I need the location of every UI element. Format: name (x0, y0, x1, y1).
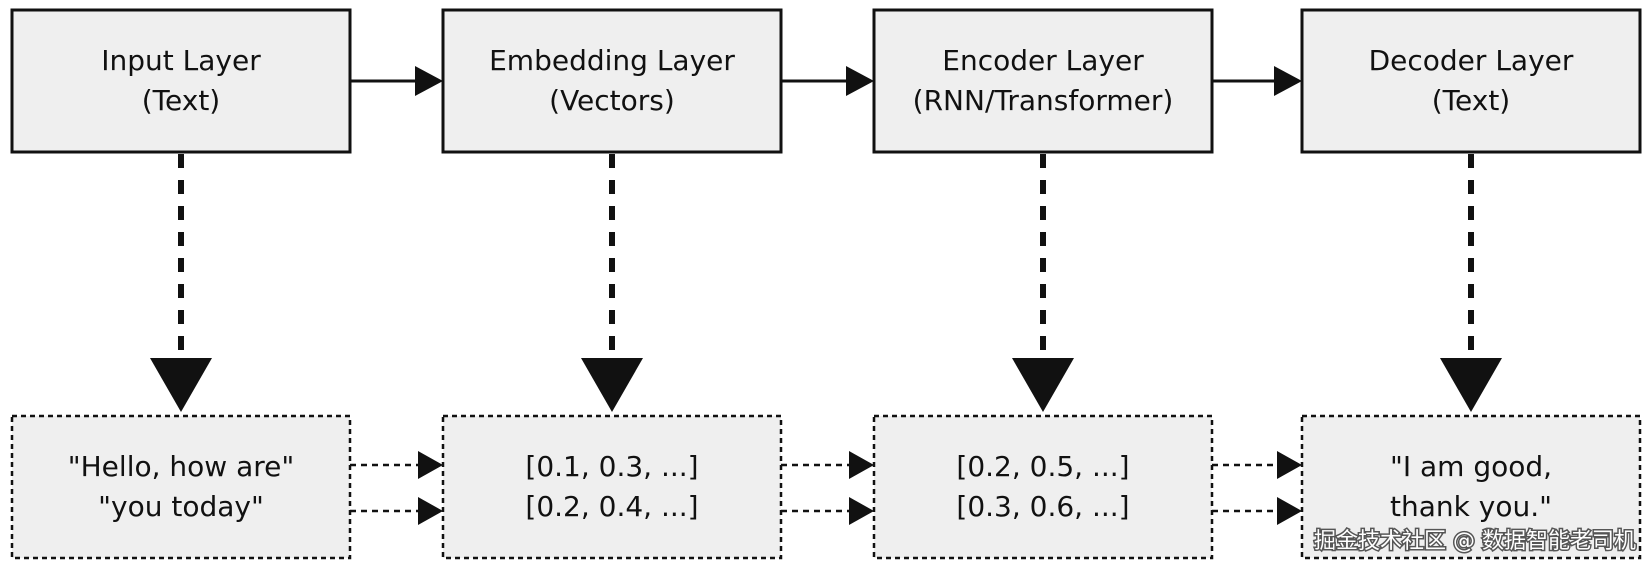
dotted-arrow-embedding-to-encoder-top (781, 451, 874, 479)
layer-box-encoder: Encoder Layer (RNN/Transformer) (872, 8, 1214, 154)
arrow-down-decoder (1440, 154, 1502, 412)
arrow-down-input (150, 154, 212, 412)
example-box-encoder: [0.2, 0.5, ...] [0.3, 0.6, ...] (872, 414, 1214, 560)
arrow-down-encoder (1012, 154, 1074, 412)
layer-box-embedding: Embedding Layer (Vectors) (441, 8, 783, 154)
arrow-encoder-to-decoder (1212, 66, 1302, 96)
layer-title-decoder: Decoder Layer (1369, 44, 1574, 77)
watermark-text: 掘金技术社区 @ 数据智能老司机 (1314, 529, 1636, 554)
example-text-input-line1: "Hello, how are" (68, 450, 295, 483)
dotted-arrow-input-to-embedding-top (350, 451, 443, 479)
example-box-embedding: [0.1, 0.3, ...] [0.2, 0.4, ...] (441, 414, 783, 560)
example-text-embedding-line2: [0.2, 0.4, ...] (525, 490, 698, 523)
example-text-encoder-line1: [0.2, 0.5, ...] (956, 450, 1129, 483)
layer-title-embedding: Embedding Layer (489, 44, 735, 77)
layer-title-encoder: Encoder Layer (942, 44, 1144, 77)
layer-subtitle-decoder: (Text) (1432, 84, 1510, 117)
layer-subtitle-encoder: (RNN/Transformer) (913, 84, 1174, 117)
example-text-encoder-line2: [0.3, 0.6, ...] (956, 490, 1129, 523)
arrow-embedding-to-encoder (781, 66, 874, 96)
layer-box-input: Input Layer (Text) (10, 8, 352, 154)
example-text-decoder-line2: thank you." (1390, 490, 1552, 523)
example-text-decoder-line1: "I am good, (1390, 450, 1552, 483)
example-box-decoder: "I am good, thank you." (1300, 414, 1642, 560)
example-box-input: "Hello, how are" "you today" (10, 414, 352, 560)
dotted-arrow-embedding-to-encoder-bottom (781, 497, 874, 525)
layer-box-decoder: Decoder Layer (Text) (1300, 8, 1642, 154)
example-text-input-line2: "you today" (98, 490, 264, 523)
layer-subtitle-input: (Text) (142, 84, 220, 117)
arrow-input-to-embedding (350, 66, 443, 96)
layer-subtitle-embedding: (Vectors) (549, 84, 675, 117)
layer-title-input: Input Layer (101, 44, 261, 77)
arrow-down-embedding (581, 154, 643, 412)
example-text-embedding-line1: [0.1, 0.3, ...] (525, 450, 698, 483)
dotted-arrow-encoder-to-decoder-bottom (1212, 497, 1302, 525)
dotted-arrow-input-to-embedding-bottom (350, 497, 443, 525)
dotted-arrow-encoder-to-decoder-top (1212, 451, 1302, 479)
